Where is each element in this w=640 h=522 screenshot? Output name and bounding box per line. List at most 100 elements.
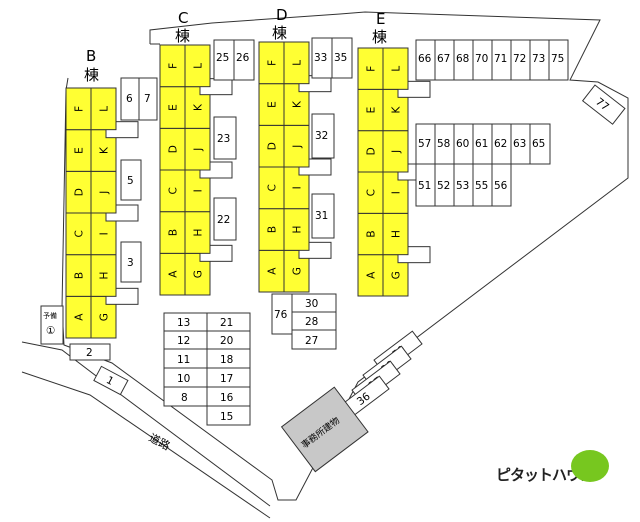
unit-b-l[interactable]: L — [90, 87, 117, 131]
unit-e-d[interactable]: D — [357, 130, 384, 173]
spot-outline — [69, 343, 111, 361]
unit-letter: D — [74, 188, 86, 196]
unit-d-d[interactable]: D — [258, 124, 285, 168]
parking-spot-22[interactable]: 22 — [213, 197, 237, 241]
unit-letter: B — [168, 229, 180, 236]
parking-spot-30[interactable]: 30 — [291, 293, 337, 313]
parking-spot-1[interactable]: 1 — [93, 365, 129, 396]
parking-spot-51[interactable]: 51 — [415, 163, 436, 207]
parking-spot-8[interactable]: 8 — [163, 386, 208, 407]
unit-c-b[interactable]: B — [159, 211, 186, 254]
road-edge-top — [21, 341, 271, 507]
unit-b-j[interactable]: J — [90, 170, 117, 214]
parking-spot-18[interactable]: 18 — [206, 348, 251, 369]
parking-spot-21[interactable]: 21 — [206, 312, 251, 332]
parking-spot-72[interactable]: 72 — [510, 39, 531, 81]
parking-spot-6[interactable]: 6 — [120, 77, 140, 121]
parking-spot-67[interactable]: 67 — [434, 39, 455, 81]
parking-spot-62[interactable]: 62 — [491, 123, 512, 165]
parking-spot-65[interactable]: 65 — [529, 123, 551, 165]
parking-spot-63[interactable]: 63 — [510, 123, 531, 165]
parking-spot-56[interactable]: 56 — [491, 163, 512, 207]
unit-b-a[interactable]: A — [65, 295, 92, 339]
unit-b-e[interactable]: E — [65, 129, 92, 172]
parking-spot-77[interactable]: 77 — [581, 84, 626, 125]
parking-spot-5[interactable]: 5 — [120, 159, 142, 201]
unit-c-f[interactable]: F — [159, 44, 186, 88]
spot-outline — [581, 84, 626, 125]
parking-spot-58[interactable]: 58 — [434, 123, 455, 165]
unit-d-e[interactable]: E — [258, 83, 285, 126]
parking-spot-16[interactable]: 16 — [206, 386, 251, 407]
unit-c-l[interactable]: L — [184, 44, 211, 88]
unit-c-e[interactable]: E — [159, 86, 186, 129]
parking-spot-52[interactable]: 52 — [434, 163, 455, 207]
unit-c-d[interactable]: D — [159, 127, 186, 171]
parking-spot-55[interactable]: 55 — [472, 163, 493, 207]
parking-spot-71[interactable]: 71 — [491, 39, 512, 81]
parking-spot-35[interactable]: 35 — [331, 37, 353, 79]
unit-b-d[interactable]: D — [65, 170, 92, 214]
unit-outline — [357, 212, 384, 256]
unit-e-f[interactable]: F — [357, 47, 384, 90]
parking-spot-7[interactable]: 7 — [138, 77, 158, 121]
unit-d-f[interactable]: F — [258, 41, 285, 85]
unit-e-j[interactable]: J — [382, 130, 409, 173]
parking-spot-31[interactable]: 31 — [311, 193, 335, 239]
unit-b-h[interactable]: H — [90, 254, 117, 297]
parking-spot-13[interactable]: 13 — [163, 312, 208, 332]
spare-spot[interactable]: 予備 ① — [40, 305, 64, 345]
unit-e-h[interactable]: H — [382, 212, 409, 256]
unit-letter: I — [193, 189, 205, 192]
parking-spot-12[interactable]: 12 — [163, 330, 208, 350]
unit-d-b[interactable]: B — [258, 208, 285, 251]
parking-spot-61[interactable]: 61 — [472, 123, 493, 165]
parking-spot-23[interactable]: 23 — [213, 116, 237, 160]
parking-spot-15[interactable]: 15 — [206, 405, 251, 426]
unit-d-c[interactable]: C — [258, 166, 285, 210]
parking-spot-25[interactable]: 25 — [213, 39, 235, 81]
unit-c-j[interactable]: J — [184, 127, 211, 171]
parking-spot-2[interactable]: 2 — [69, 343, 111, 361]
unit-letter: G — [292, 267, 304, 275]
unit-c-c[interactable]: C — [159, 169, 186, 213]
spot-outline — [311, 193, 335, 239]
parking-spot-53[interactable]: 53 — [453, 163, 474, 207]
parking-spot-17[interactable]: 17 — [206, 367, 251, 388]
unit-d-h[interactable]: H — [283, 208, 310, 251]
parking-spot-20[interactable]: 20 — [206, 330, 251, 350]
unit-e-e[interactable]: E — [357, 88, 384, 132]
unit-b-b[interactable]: B — [65, 254, 92, 297]
parking-spot-10[interactable]: 10 — [163, 367, 208, 388]
parking-spot-70[interactable]: 70 — [472, 39, 493, 81]
unit-c-a[interactable]: A — [159, 252, 186, 296]
office-building[interactable]: 事務所建物 — [280, 386, 369, 473]
unit-c-h[interactable]: H — [184, 211, 211, 254]
unit-d-j[interactable]: J — [283, 124, 310, 168]
parking-spot-68[interactable]: 68 — [453, 39, 474, 81]
parking-spot-60[interactable]: 60 — [453, 123, 474, 165]
unit-letter: J — [99, 191, 111, 195]
unit-b-c[interactable]: C — [65, 212, 92, 256]
parking-spot-76[interactable]: 76 — [271, 293, 293, 335]
parking-spot-32[interactable]: 32 — [311, 113, 335, 159]
parking-spot-57[interactable]: 57 — [415, 123, 436, 165]
parking-spot-28[interactable]: 28 — [291, 311, 337, 331]
unit-e-b[interactable]: B — [357, 212, 384, 256]
parking-spot-11[interactable]: 11 — [163, 348, 208, 369]
parking-spot-26[interactable]: 26 — [233, 39, 255, 81]
parking-spot-66[interactable]: 66 — [415, 39, 436, 81]
unit-d-l[interactable]: L — [283, 41, 310, 85]
unit-b-f[interactable]: F — [65, 87, 92, 131]
unit-letter: D — [168, 145, 180, 153]
parking-spot-75[interactable]: 75 — [548, 39, 569, 81]
unit-e-c[interactable]: C — [357, 171, 384, 214]
parking-spot-27[interactable]: 27 — [291, 329, 337, 350]
parking-spot-33[interactable]: 33 — [311, 37, 333, 79]
parking-spot-3[interactable]: 3 — [120, 241, 142, 283]
parking-spot-73[interactable]: 73 — [529, 39, 550, 81]
unit-e-l[interactable]: L — [382, 47, 409, 90]
unit-d-a[interactable]: A — [258, 249, 285, 293]
unit-e-a[interactable]: A — [357, 254, 384, 297]
unit-letter: A — [267, 267, 279, 275]
